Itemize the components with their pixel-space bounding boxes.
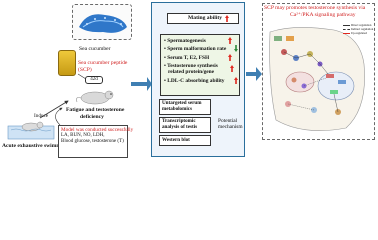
pathway-legend: Direct regulation Indirect regulation Up… [343,23,374,35]
fatigue-label: Fatigue and testosterone deficiency [66,107,124,120]
list-item-spermatogenesis: • Spermatogenesis [164,38,206,44]
model-line-2: Blood glucose, testosterone (T) [61,139,124,144]
mating-up-arrow-icon [225,15,229,22]
peptide-label-line2: (SCP) [78,66,92,73]
spermatogenesis-up-arrow-icon [228,37,232,44]
induce-label: Induce [34,113,49,119]
model-title: Model was conducted successfully [61,127,134,133]
legend-item-up: Up-regulated [343,31,374,35]
fatigue-label-line2: deficiency [80,113,104,120]
peptide-label-line1: Sea cucumber peptide [78,60,128,66]
list-item-ldl-c: • LDL-C absorbing ability [164,78,225,84]
legend-item-direct: Direct regulation [343,23,374,27]
list-item-sperm-malformation: • Sperm malformation rate [164,46,227,52]
potential-mechanism-label: Potential mechanism [218,118,243,130]
metabolomics-line2: metabolomics [162,105,192,112]
list-item-label: Spermatogenesis [167,38,206,44]
western-blot-box [159,135,211,146]
sea-cucumber-label: Sea cucumber [79,46,111,52]
transcriptomics-line2: analysis of testis [162,123,198,130]
western-blot-label: Western blot [162,137,190,143]
synthesis-up-arrow-icon [230,65,234,72]
list-item-label: Serum T, E2, FSH [167,55,210,61]
list-item-label: LDL-C absorbing ability [167,78,225,84]
legend-label: Direct regulation [351,23,372,27]
leydig-cell-pathway-diagram [269,27,365,131]
list-item-label: related protein/gene [168,69,215,75]
swimming-mouse-icon [6,118,56,140]
transcriptomics-box [159,117,211,133]
malformation-down-arrow-icon [234,45,238,52]
ldl-up-arrow-icon [234,77,238,84]
transcriptomics-label: Transcriptomic analysis of testis [162,118,198,131]
metabolomics-label: Untargeted serum metabolomics [162,100,202,113]
mating-ability-label: Mating ability [188,15,223,21]
metabolomics-line1: Untargeted serum [162,100,202,106]
dose-label: 42d [85,76,103,84]
list-item-label: Sperm malformation rate [167,46,227,52]
mechanism-line1: Potential [218,118,238,124]
list-item-testosterone-synthesis: • Testosterone synthesis [164,63,218,69]
peptide-jar-icon [58,50,76,76]
list-item-label: Testosterone synthesis [167,63,218,69]
indicators-box [160,34,240,96]
metabolomics-box [159,99,211,115]
legend-item-indirect: Indirect regulation [343,27,374,31]
sea-cucumber-image [72,4,132,40]
swimming-label: Acute exhaustive swimming [2,143,69,149]
list-item-serum: • Serum T, E2, FSH [164,55,210,61]
pathway-title-line2: Ca²⁺/PKA signaling pathway [290,12,356,18]
pathway-title-line1: SCP may promotes testosterone synthesis … [264,5,366,11]
mechanism-line2: mechanism [218,124,243,131]
list-item-testosterone-synthesis-cont: related protein/gene [168,69,214,75]
pathway-title: SCP may promotes testosterone synthesis … [264,5,365,19]
peptide-label: Sea cucumber peptide (SCP) [78,60,127,74]
serum-up-arrow-icon [228,54,232,61]
fatigue-label-line1: Fatigue and testosterone [66,107,125,113]
legend-label: Up-regulated [351,31,367,35]
transcriptomics-line1: Transcriptomic [162,118,196,124]
model-validation-box: Model was conducted successfully LA, BUN… [58,125,134,158]
sea-cucumber-icon [79,14,127,33]
tired-mouse-icon [75,86,119,106]
legend-label: Indirect regulation [351,27,374,31]
model-line-1: LA, BUN, NO, LDH, [61,133,105,138]
mating-ability-box [167,13,239,24]
